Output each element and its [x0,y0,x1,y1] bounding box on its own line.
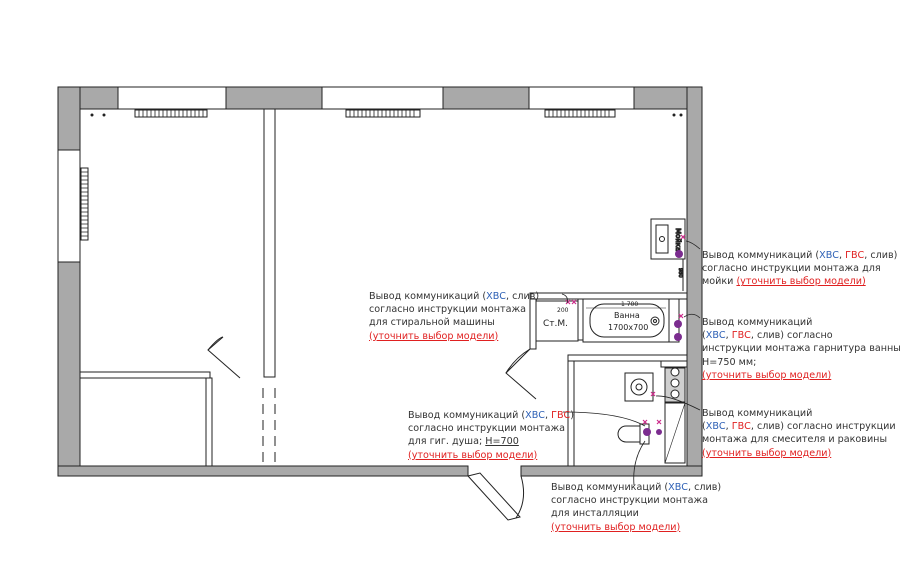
note-mixer-suffix: , слив) согласно инструкции [750,421,896,433]
note-mixer-sep: , [725,421,732,433]
note-shower-xvs: ХВС [525,410,546,421]
note-shower-line2: согласно инструкции монтажа [408,423,566,435]
wall-dots [90,113,683,117]
note-sink-xvs: ХВС [819,250,840,261]
bath-size: 1700х700 [608,323,648,332]
note-sink-gvs: ГВС [845,250,865,261]
note-washer-line3: для стиральной машины [369,317,495,329]
sink-dimension: 980 [677,268,683,278]
note-bath-open: ( [702,330,706,342]
note-sink-sep: , [839,250,846,261]
note-sink-prefix: Вывод коммуникаций ( [702,250,820,261]
note-mixer-xvs: ХВС [705,421,726,433]
exterior-walls [57,86,703,477]
note-mixer-gvs: ГВС [731,421,751,433]
note-install-link[interactable]: (уточнить выбор модели) [551,521,681,533]
windows [57,86,635,263]
window-sill-ticks [81,110,610,237]
note-washer-prefix: Вывод коммуникаций ( [369,291,487,302]
note-bath-line1: Вывод коммуникаций [702,317,813,328]
note-bath-link[interactable]: (уточнить выбор модели) [702,369,832,381]
bath-name: Ванна [614,311,640,320]
note-bath-suffix: , слив) согласно [750,330,833,342]
note-mixer-line1: Вывод коммуникаций [702,408,813,419]
note-shower-line3b: Н=700 [485,436,519,448]
washer-label: Ст.М. [543,319,568,329]
note-sink-line2: согласно инструкции монтажа для [702,263,881,275]
note-mixer: Вывод коммуникаций (ХВС, ГВС, слив) согл… [702,407,896,460]
note-install-suffix: , слив) [688,482,722,493]
sink-label: Мойка [674,228,682,251]
note-shower-sep: , [545,410,552,421]
note-bath-line4: Н=750 мм; [702,356,757,368]
note-shower-prefix: Вывод коммуникаций ( [408,410,526,421]
leader-lines [561,240,701,486]
note-shower-line3a: для гиг. душа; [408,436,486,448]
note-sink-suffix: , слив) [864,250,898,261]
note-sink: Вывод коммуникаций (ХВС, ГВС, слив) согл… [702,249,897,289]
note-washer-suffix: , слив) [506,291,540,302]
note-washer-link[interactable]: (уточнить выбор модели) [369,330,499,342]
note-install-line2: согласно инструкции монтажа [551,495,709,507]
note-mixer-open: ( [702,421,706,433]
bathroom-fixtures: Ст.М. 200 Ванна 1700х700 1 700 [535,298,686,464]
note-install-prefix: Вывод коммуникаций ( [551,482,669,493]
note-washer-line2: согласно инструкции монтажа [369,304,527,316]
note-bath-sep: , [725,330,732,342]
interior-partitions [79,108,688,467]
note-shower: Вывод коммуникаций (ХВС, ГВС) согласно и… [408,409,574,462]
note-mixer-line3: монтажа для смесителя и раковины [702,434,888,446]
note-mixer-link[interactable]: (уточнить выбор модели) [702,447,832,459]
note-bath-xvs: ХВС [705,330,726,342]
note-install-xvs: ХВС [668,482,689,493]
note-install-line3: для инсталляции [551,508,639,520]
doors [207,336,537,521]
note-shower-link[interactable]: (уточнить выбор модели) [408,449,538,461]
note-bath-line3: инструкции монтажа гарнитура ванны; [702,343,900,355]
note-washer: Вывод коммуникаций (ХВС, слив) согласно … [369,290,539,343]
note-sink-line3: мойки [702,276,734,288]
note-bath-gvs: ГВС [731,330,751,342]
note-shower-gvs: ГВС [551,410,571,421]
note-washer-xvs: ХВС [486,291,507,302]
note-bath: Вывод коммуникаций (ХВС, ГВС, слив) согл… [702,316,900,382]
note-install: Вывод коммуникаций (ХВС, слив) согласно … [551,481,721,534]
bath-dimension: 1 700 [621,301,638,308]
note-shower-close: ) [570,410,575,421]
connection-markers [565,234,686,436]
washer-dimension: 200 [557,307,569,314]
note-sink-link[interactable]: (уточнить выбор модели) [736,276,866,288]
